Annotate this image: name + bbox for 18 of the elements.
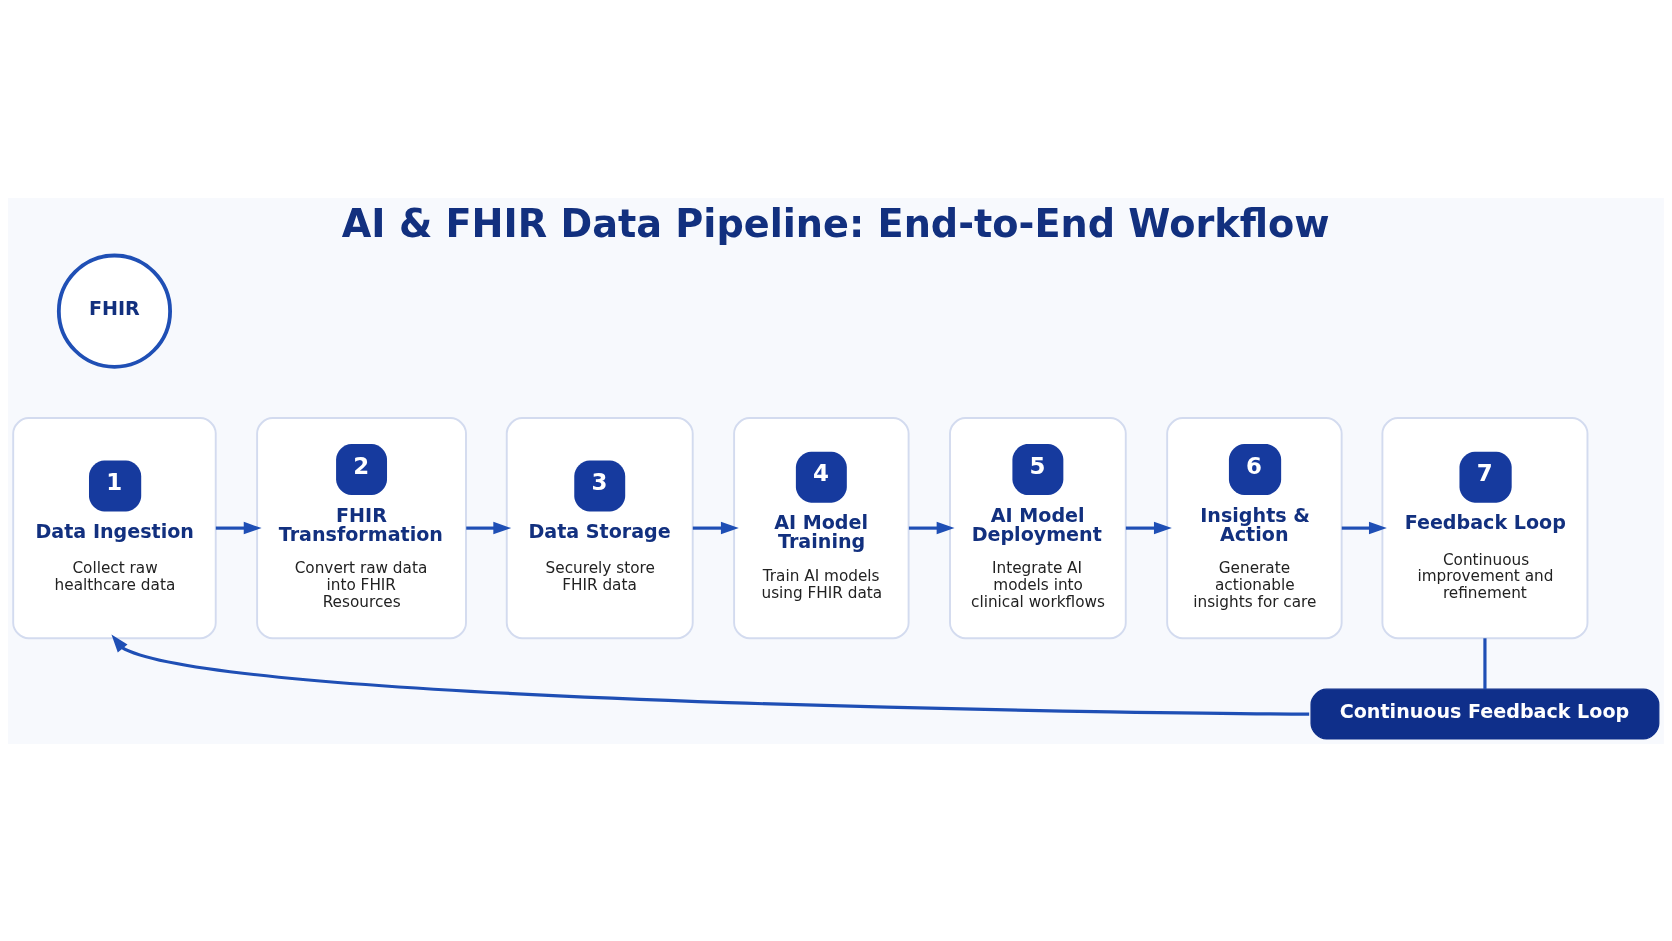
- diagram-title: AI & FHIR Data Pipeline: End-to-End Workflow: [341, 201, 1330, 246]
- node-box: Continuous Feedback Loop: [1310, 688, 1660, 740]
- arrow: [1125, 521, 1172, 534]
- arrow: [692, 521, 739, 534]
- node-box: 6 Insights & Action Generate actionable insights for care: [1166, 416, 1343, 639]
- arrow: [466, 521, 512, 534]
- arrow: [1341, 521, 1387, 534]
- node-box: 1 Data Ingestion Collect raw healthcare data: [12, 416, 217, 639]
- node-box: 7 Feedback Loop Continuous improvement and refinement: [1381, 416, 1589, 639]
- node-box: 3 Data Storage Securely store FHIR data: [505, 416, 694, 639]
- arrow: [215, 521, 262, 534]
- connector: [1483, 637, 1487, 689]
- node-box: 2 FHIR Transformation Convert raw data into FHIR Resources: [256, 416, 467, 639]
- node-box: 5 AI Model Deployment Integrate AI models into clinical workflows: [949, 416, 1127, 639]
- node-box: 4 AI Model Training Train AI models using FHIR data: [733, 416, 910, 639]
- arrow: [908, 521, 955, 534]
- node-circle: FHIR: [56, 253, 172, 369]
- arrow: [111, 634, 1310, 716]
